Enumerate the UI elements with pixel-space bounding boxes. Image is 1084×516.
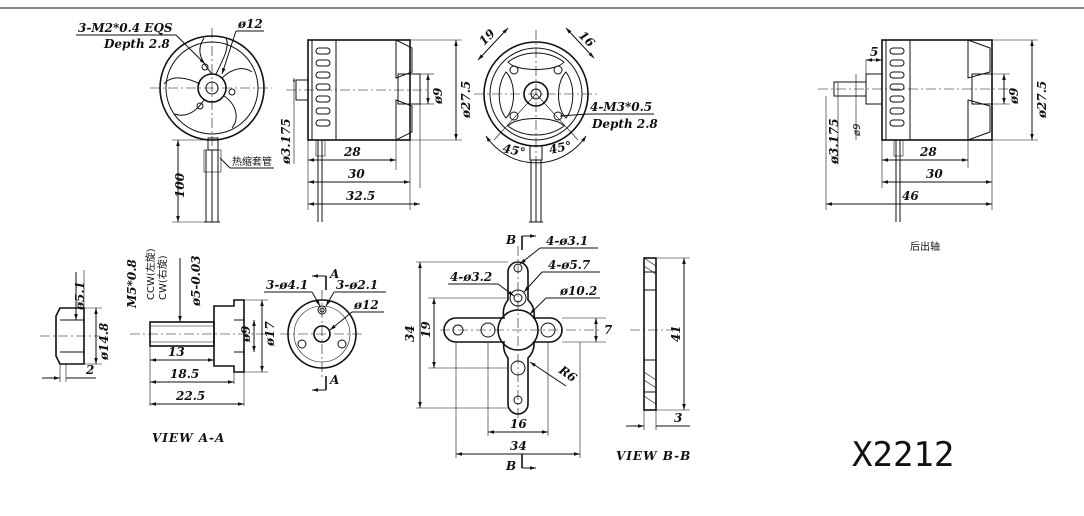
nut-len-2: 2	[85, 363, 94, 377]
mount-section-bottom: B	[505, 459, 516, 473]
front-screw-note: 3-M2*0.4 EQS	[78, 21, 173, 35]
hub-section-top: A	[329, 267, 339, 281]
mount-dim-19: 19	[419, 321, 433, 338]
side-shaft-dia: ø3.175	[279, 118, 293, 165]
adapter-thread: M5*0.8	[125, 259, 139, 309]
side-inner-dia: ø9	[431, 87, 445, 105]
nut-dia-5-1: ø5.1	[73, 281, 87, 311]
mount-caption: VIEW B-B	[616, 449, 691, 463]
adapter-ccw: CCW(左旋)	[144, 248, 157, 300]
rear-shaft-inner-dia: ø9	[1007, 87, 1021, 105]
rear-shaft-outer-dia: ø27.5	[1035, 81, 1049, 119]
side-len-28: 28	[343, 145, 361, 159]
rear-shaft-len-28: 28	[919, 145, 937, 159]
mount-dia-10-2: ø10.2	[559, 284, 597, 298]
adapter-view: M5*0.8 CCW(左旋) CW(右旋) ø5-0.03 ø9 ø17 13 …	[125, 248, 277, 445]
mount-side-dim-41: 41	[669, 325, 683, 342]
front-diameter: ø12	[237, 17, 263, 31]
rear-angle-right: 45°	[548, 139, 573, 157]
rear-shaft-dia: ø3.175	[827, 118, 841, 165]
nut-dia-14-8: ø14.8	[97, 322, 111, 361]
side-view: 28 30 32.5 ø3.175 ø9 ø27.5	[279, 39, 473, 222]
adapter-len-22-5: 22.5	[175, 389, 205, 403]
adapter-cw: CW(右旋)	[156, 255, 169, 300]
side-len-30: 30	[348, 167, 365, 181]
hub-dia-12: ø12	[353, 298, 379, 312]
adapter-len-18-5: 18.5	[170, 367, 199, 381]
mount-holes-3-2: 4-ø3.2	[450, 270, 492, 284]
hub-view: A A 3-ø4.1 3-ø2.1 ø12	[264, 267, 386, 392]
rear-screw-depth: Depth 2.8	[591, 117, 658, 131]
rear-shaft-len-30: 30	[926, 167, 943, 181]
rear-shaft-dim-5: 5	[870, 45, 878, 59]
model-label: X2212	[852, 435, 954, 475]
mount-section-top: B	[505, 233, 516, 247]
adapter-len-13: 13	[168, 345, 185, 359]
mount-side-dim-3: 3	[674, 411, 682, 425]
mount-holes-3-1: 4-ø3.1	[546, 234, 588, 248]
mount-dim-16: 16	[510, 417, 527, 431]
front-screw-depth: Depth 2.8	[103, 37, 170, 51]
front-view: 100 3-M2*0.4 EQS Depth 2.8 ø12 热缩套管	[76, 17, 274, 223]
adapter-dia-9: ø9	[239, 325, 253, 343]
hub-holes-a: 3-ø4.1	[266, 278, 308, 292]
adapter-bore: ø5-0.03	[189, 255, 203, 307]
mount-holes-5-7: 4-ø5.7	[548, 258, 591, 272]
rear-dim-19: 19	[476, 26, 498, 48]
nut-view: ø5.1 ø14.8 2	[40, 270, 111, 382]
mount-view: B B 4-ø3.1 4-ø5.7 4-ø3.2 ø10.2 R6 34 19 …	[403, 233, 691, 473]
mount-dim-34-h: 34	[510, 439, 527, 453]
side-len-32-5: 32.5	[346, 189, 375, 203]
adapter-dia-17: ø17	[263, 321, 277, 347]
hub-section-bottom: A	[329, 373, 339, 387]
mount-side-view: 41 3	[626, 257, 690, 430]
rear-shaft-caption: 后出轴	[910, 240, 940, 253]
rear-shaft-len-46: 46	[902, 189, 919, 203]
rear-shaft-view: 5 28 30 46 ø3.175 ø9 ø9 ø27.5 后出轴	[818, 39, 1049, 253]
mount-dim-34-v: 34	[403, 325, 417, 342]
hub-holes-b: 3-ø2.1	[336, 278, 378, 292]
rear-angle-left: 45°	[501, 141, 526, 159]
rear-dim-16: 16	[576, 28, 598, 50]
rear-shaft-inner-dia-left: ø9	[852, 124, 863, 137]
heat-shrink-label: 热缩套管	[232, 155, 272, 168]
rear-view: 19 16 45° 45° 4-M3*0.5 Depth 2.8	[474, 26, 658, 223]
mount-dim-7: 7	[604, 323, 613, 337]
rear-screw-note: 4-M3*0.5	[590, 100, 652, 114]
side-outer-dia: ø27.5	[459, 81, 473, 119]
adapter-caption: VIEW A-A	[152, 431, 225, 445]
front-cable-length: 100	[173, 172, 187, 198]
